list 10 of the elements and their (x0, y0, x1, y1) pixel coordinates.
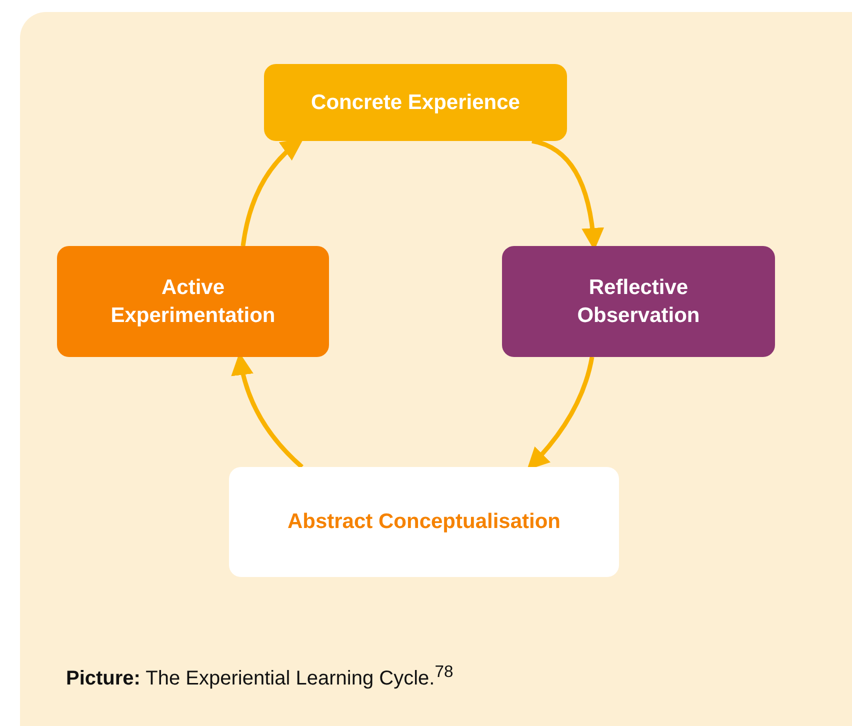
node-label: Reflective Observation (576, 274, 701, 328)
node-label: Concrete Experience (311, 90, 520, 116)
process-box (57, 246, 329, 357)
node-label: Abstract Conceptualisation (287, 509, 561, 535)
node-label: Active Experimentation (110, 274, 276, 328)
process-box (502, 246, 775, 357)
process-box (264, 64, 567, 141)
arrow (240, 138, 304, 246)
caption: Picture: The Experiential Learning Cycle.$^{78}$ (66, 662, 454, 691)
process-box (229, 467, 619, 577)
